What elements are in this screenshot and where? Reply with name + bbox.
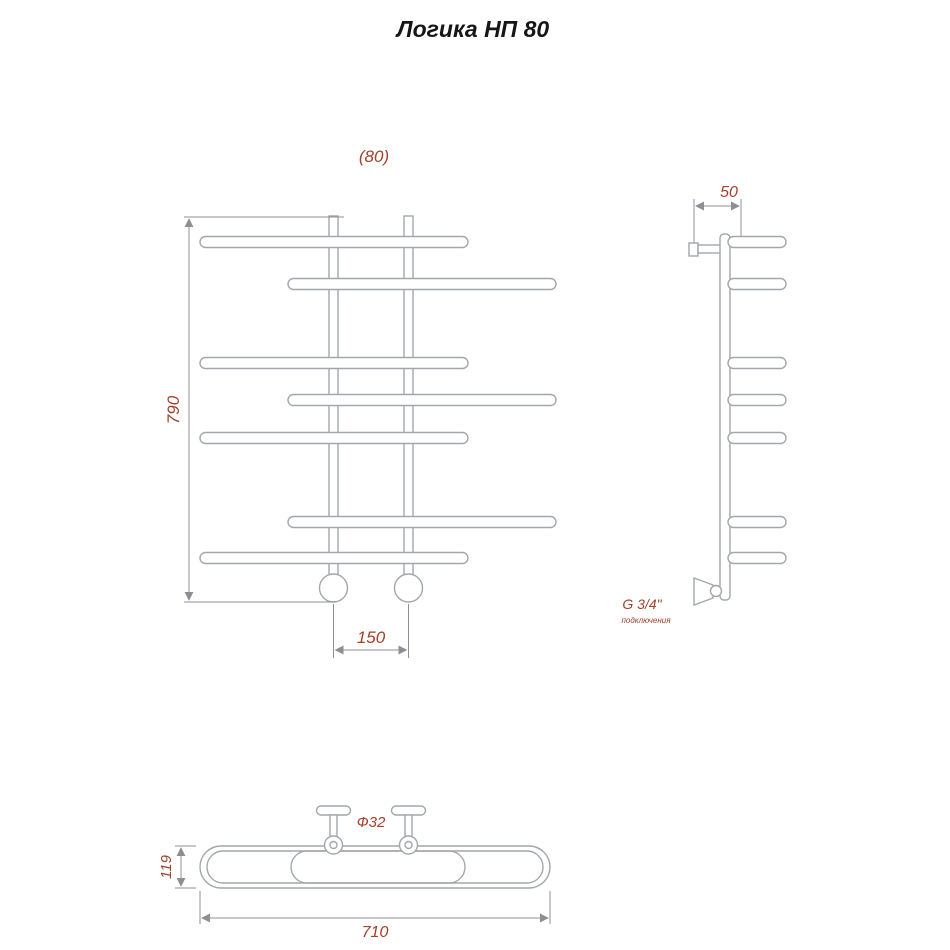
side-bar [727,277,787,291]
plan-depth-label: 119 [158,854,175,879]
towel-bar [287,277,557,291]
connector-valve [709,584,723,598]
towel-bar [287,393,557,407]
wall-bracket [688,242,699,257]
front-spacing-label: 150 [357,628,386,647]
towel-bar [199,431,469,445]
side-bar [727,393,787,407]
side-view: 50 G 3/4" подключения [622,184,787,625]
dimension-plan-depth: 119 [158,845,196,889]
front-view: (80) 790 150 [164,147,557,658]
side-bar [727,431,787,445]
towel-bar [199,356,469,370]
valve-circle [318,573,349,603]
plan-outline-outer [199,845,551,889]
bracket-stem [697,244,723,254]
side-bar [727,356,787,370]
side-pipe [719,233,731,601]
valve-circle [398,835,419,855]
towel-bar [287,515,557,529]
side-bar [727,515,787,529]
valve-circle [393,573,424,603]
front-height-label: 790 [164,395,183,424]
side-bar [727,551,787,565]
plan-width-label: 710 [362,924,389,941]
dimension-plan-width: 710 [199,891,551,941]
side-bar [727,235,787,249]
side-depth-label: 50 [720,184,738,201]
valve-handle [390,805,427,816]
dimension-spacing: 150 [333,604,409,658]
front-width-label: (80) [359,147,389,166]
valve-stem [404,814,413,839]
valve-stem [329,814,338,839]
valve-circle-inner [404,840,413,850]
wall-connector [693,576,714,607]
valve-circle-inner [329,840,338,850]
towel-bar [199,551,469,565]
plan-outline-right [290,850,544,884]
towel-bar [199,235,469,249]
thread-label: G 3/4" [622,596,662,612]
top-view: Ф32 119 710 [158,805,551,941]
thread-sublabel: подключения [622,616,672,625]
drawing-title: Логика НП 80 [395,16,550,42]
valve-circle [323,835,344,855]
dimension-height: 790 [164,216,344,603]
valve-handle [315,805,352,816]
diameter-label: Ф32 [357,814,386,831]
